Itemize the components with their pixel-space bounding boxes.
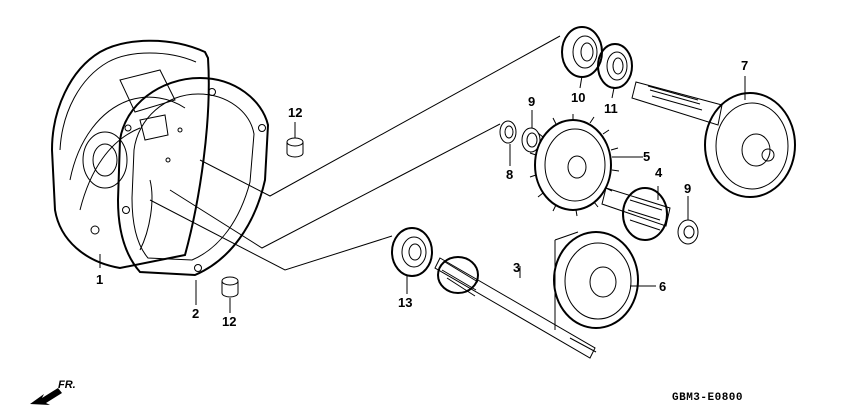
callout-7: 7: [741, 58, 748, 73]
callout-3: 3: [513, 260, 520, 275]
washer-9-upper: [521, 127, 541, 153]
gear-5: [529, 114, 620, 217]
washer-8: [499, 120, 517, 144]
front-direction-label: FR.: [58, 379, 76, 391]
diagram-code: GBM3-E0800: [672, 392, 743, 404]
washer-9-lower: [677, 219, 699, 245]
callout-lines: [99, 75, 746, 313]
final-shaft-7: [631, 81, 796, 198]
callout-9-upper: 9: [528, 94, 535, 109]
callout-10: 10: [571, 90, 585, 105]
dowel-pin-upper: [286, 137, 304, 158]
callout-1: 1: [96, 272, 103, 287]
assembly-leader-lines: [149, 35, 561, 271]
callout-9-lower: 9: [684, 181, 691, 196]
bearing-10: [561, 26, 603, 78]
gear-6: [553, 231, 639, 330]
callout-12-upper: 12: [288, 105, 302, 120]
callout-13: 13: [398, 295, 412, 310]
bearing-13: [391, 227, 433, 277]
drive-shaft-3: [434, 256, 597, 359]
callout-11: 11: [604, 101, 618, 116]
callout-12-lower: 12: [222, 314, 236, 329]
callout-2: 2: [192, 306, 199, 321]
callout-5: 5: [643, 149, 650, 164]
front-direction-arrow: FR.: [30, 379, 76, 405]
oil-seal-11: [597, 43, 633, 89]
callout-8: 8: [506, 167, 513, 182]
callout-4: 4: [655, 165, 663, 180]
gear-shaft-4: [601, 187, 671, 241]
transmission-cover: [50, 39, 210, 270]
cover-gasket: [116, 76, 270, 277]
callout-6: 6: [659, 279, 666, 294]
dowel-pin-lower: [221, 276, 239, 298]
